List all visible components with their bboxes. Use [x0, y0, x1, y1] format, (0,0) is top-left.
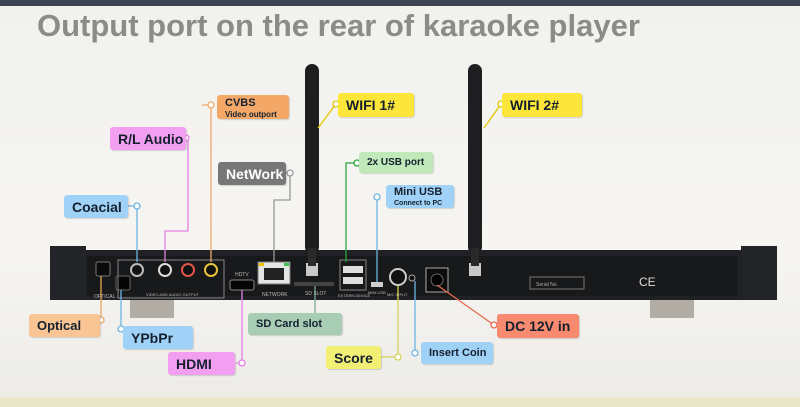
device-foot-left: [130, 296, 174, 318]
callout-optical: Optical: [29, 314, 100, 337]
coaxial-jack: [130, 263, 144, 277]
device-label-sd: SD SLOT: [305, 291, 326, 297]
leader-cvbs: [202, 104, 212, 262]
top-bar: [0, 0, 800, 6]
av-output-frame: [117, 259, 225, 299]
leader-dc: [436, 284, 495, 326]
ypbpr-port: [115, 275, 131, 291]
score-jack: [389, 268, 407, 286]
callout-mini-usb: Mini USB Connect to PC: [386, 185, 454, 208]
callout-cvbs-sub: Video outport: [225, 109, 277, 119]
hdmi-port: [229, 279, 255, 291]
callout-sd-card-text: SD Card slot: [256, 318, 323, 330]
network-led-left: [259, 263, 264, 266]
callout-network-text: NetWork: [226, 165, 284, 182]
callout-mini-usb-text: Mini USB: [394, 186, 443, 198]
device-label-usb: EXTERN DEVICE: [338, 293, 371, 298]
callout-wifi2: WIFI 2#: [502, 93, 582, 117]
leader-hdmi: [236, 290, 243, 364]
callout-ypbpr: YPbPr: [123, 326, 193, 349]
callout-hdmi: HDMI: [168, 352, 235, 375]
callout-usb: 2x USB port: [359, 152, 433, 173]
callout-cvbs: CVBS Video outport: [217, 95, 289, 119]
callout-cvbs-text: CVBS: [225, 96, 256, 109]
network-led-right: [284, 263, 289, 266]
callout-rl-audio-text: R/L Audio: [118, 130, 184, 147]
rack-ear-right: [741, 246, 777, 300]
device-label-optical: OPTICAL: [94, 294, 116, 300]
callout-hdmi-text: HDMI: [176, 355, 212, 372]
mini-usb-port: [371, 282, 383, 287]
audio-right-jack: [181, 263, 195, 277]
callout-dc-text: DC 12V in: [505, 318, 571, 334]
usb-port-2: [343, 277, 363, 284]
callout-score-text: Score: [334, 349, 373, 366]
optical-port: [95, 261, 111, 277]
device-label-mini: MINI USB: [368, 290, 386, 295]
callout-wifi1: WIFI 1#: [338, 93, 414, 117]
device-label-network: NETWORK: [262, 292, 288, 298]
device-label-hdtv: HDTV: [235, 272, 249, 278]
leader-network: [273, 172, 291, 262]
bottom-bar: [0, 397, 800, 407]
leader-rl-audio: [164, 137, 189, 262]
network-port-opening: [264, 268, 284, 280]
wifi1-antenna: [305, 64, 319, 266]
callout-network: NetWork: [218, 162, 286, 185]
wifi2-antenna: [468, 64, 482, 266]
usb-port-1: [343, 266, 363, 273]
wifi2-connector: [469, 263, 481, 276]
callout-optical-text: Optical: [37, 317, 82, 333]
leader-wifi1: [317, 103, 337, 129]
leader-wifi2: [483, 103, 502, 129]
leader-usb: [345, 162, 357, 262]
callout-insert-coin-text: Insert Coin: [429, 347, 487, 359]
callout-insert-coin: Insert Coin: [421, 342, 493, 364]
insert-coin-jack: [408, 274, 416, 282]
device-foot-right: [650, 296, 694, 318]
callout-rl-audio: R/L Audio: [110, 127, 186, 150]
callout-score: Score: [326, 346, 381, 369]
callout-sd-card: SD Card slot: [248, 313, 342, 335]
serial-plate: [529, 276, 585, 290]
callout-mini-usb-sub: Connect to PC: [394, 200, 443, 207]
usb-frame: [339, 259, 367, 291]
callout-dc: DC 12V in: [497, 314, 579, 338]
rack-ear-left: [50, 246, 86, 300]
dc-power-hole: [430, 273, 444, 287]
device-label-av: VIDEO AND AUDIO OUTPUT: [146, 292, 199, 297]
callout-usb-text: 2x USB port: [367, 156, 425, 168]
device-label-serial: Serial No.: [536, 282, 558, 288]
callout-wifi1-text: WIFI 1#: [346, 97, 396, 113]
cvbs-jack: [204, 263, 218, 277]
callout-wifi2-text: WIFI 2#: [510, 97, 560, 113]
sd-slot: [294, 282, 334, 286]
wifi1-connector: [306, 263, 318, 276]
callout-ypbpr-text: YPbPr: [131, 329, 174, 346]
callout-coacial-text: Coacial: [72, 198, 122, 215]
page-title: Output port on the rear of karaoke playe…: [37, 8, 640, 43]
audio-left-jack: [158, 263, 172, 277]
callout-coacial: Coacial: [64, 195, 128, 218]
ce-mark: CE: [639, 275, 656, 289]
